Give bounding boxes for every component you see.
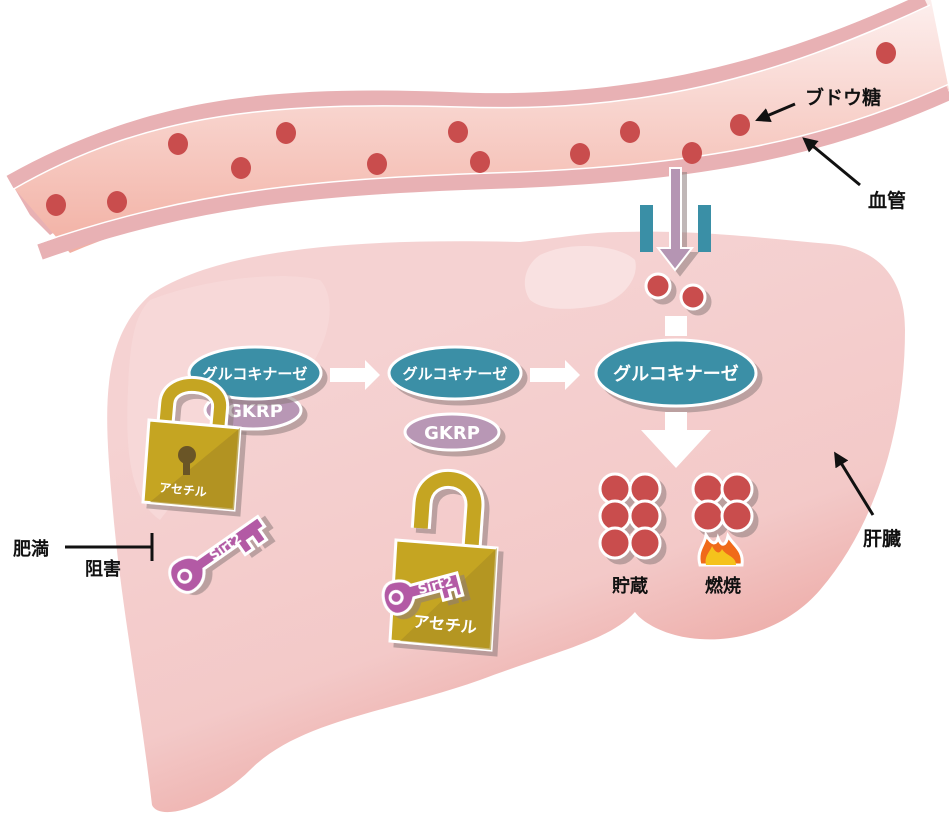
burning-cluster [691, 472, 754, 533]
glucose-dot [644, 272, 672, 300]
liver-highlight-2 [524, 245, 636, 309]
gkrp-label: GKRP [424, 423, 480, 444]
sirt2-key-inserted: Sirt2 [381, 571, 465, 616]
glucose-unit [720, 499, 754, 533]
glucose-dot [620, 121, 640, 143]
callout-liver: 肝臓 [834, 451, 901, 550]
callout-blood-vessel: 血管 [802, 137, 906, 212]
stage-2-released: グルコキナーゼ GKRP アセチル Sirt2 [381, 345, 523, 652]
glucokinase-label: グルコキナーゼ [403, 365, 508, 383]
stage-1-bound: GKRP グルコキナーゼ アセチル Sirt2 [141, 345, 323, 594]
obesity-inhibition: 肥満 阻害 [12, 533, 154, 580]
glucose-transporter [640, 167, 711, 272]
glucokinase-ellipse-active [594, 338, 758, 408]
callout-glucose: ブドウ糖 [755, 86, 881, 122]
flow-arrow-down-stem [665, 316, 687, 336]
vessel-lumen [14, 0, 949, 253]
glucose-dot [231, 157, 251, 179]
key-hole-icon [388, 589, 404, 605]
glucose-dot [679, 283, 707, 311]
keyhole-icon [178, 446, 196, 464]
glucose-dot [168, 133, 188, 155]
glucose-unit [691, 499, 725, 533]
glucokinase-label: グルコキナーゼ [613, 363, 739, 385]
flow-arrow-right-2 [530, 360, 580, 390]
label-combustion: 燃焼 [705, 575, 741, 597]
glucose-dot [276, 122, 296, 144]
flame-icon [697, 530, 744, 567]
label-storage: 貯蔵 [612, 575, 648, 597]
glycogen-unit [628, 526, 662, 560]
label-liver: 肝臓 [863, 528, 901, 550]
label-blood-vessel: 血管 [868, 189, 906, 212]
glucose-dot [570, 143, 590, 165]
label-inhibition: 阻害 [85, 558, 121, 580]
vessel-inner-wall-top-line [11, 4, 931, 191]
glucokinase-ellipse [387, 345, 523, 401]
transporter-bar-left [640, 205, 653, 252]
locked-padlock [141, 375, 242, 512]
glucose-dot [367, 153, 387, 175]
blood-vessel [6, 0, 949, 260]
glucokinase-ellipse [187, 345, 323, 401]
lock-label-acetyl: アセチル [159, 481, 208, 500]
glucose-dot [730, 114, 750, 136]
vessel-inner-wall-bottom-line [35, 83, 949, 245]
glucokinase-label: グルコキナーゼ [203, 365, 308, 383]
uptake-arrow-icon [655, 167, 695, 272]
stage-3-active: グルコキナーゼ [594, 338, 758, 468]
glucose-dot [682, 142, 702, 164]
flow-arrow-down [641, 412, 711, 468]
glucose-dot [448, 121, 468, 143]
vessel-inner-wall-bottom [37, 84, 949, 260]
glucose-molecules [46, 42, 896, 216]
liver [107, 231, 905, 813]
label-glucose: ブドウ糖 [805, 86, 881, 109]
glucose-dot [470, 151, 490, 173]
flow-arrow-right-1 [330, 360, 380, 390]
glucose-dot [46, 194, 66, 216]
glucose-dot [876, 42, 896, 64]
key-hole-icon [177, 568, 193, 584]
label-obesity: 肥満 [12, 538, 49, 560]
vessel-inner-wall-top [6, 0, 928, 189]
entered-glucose [644, 272, 707, 311]
glycogen-unit [598, 526, 632, 560]
gkrp-ellipse [403, 412, 501, 452]
transporter-bar-right [698, 205, 711, 252]
gkrp-label: GKRP [227, 401, 283, 422]
storage-cluster [598, 472, 662, 560]
glucose-dot [107, 191, 127, 213]
padlock-shackle-open [413, 471, 482, 558]
